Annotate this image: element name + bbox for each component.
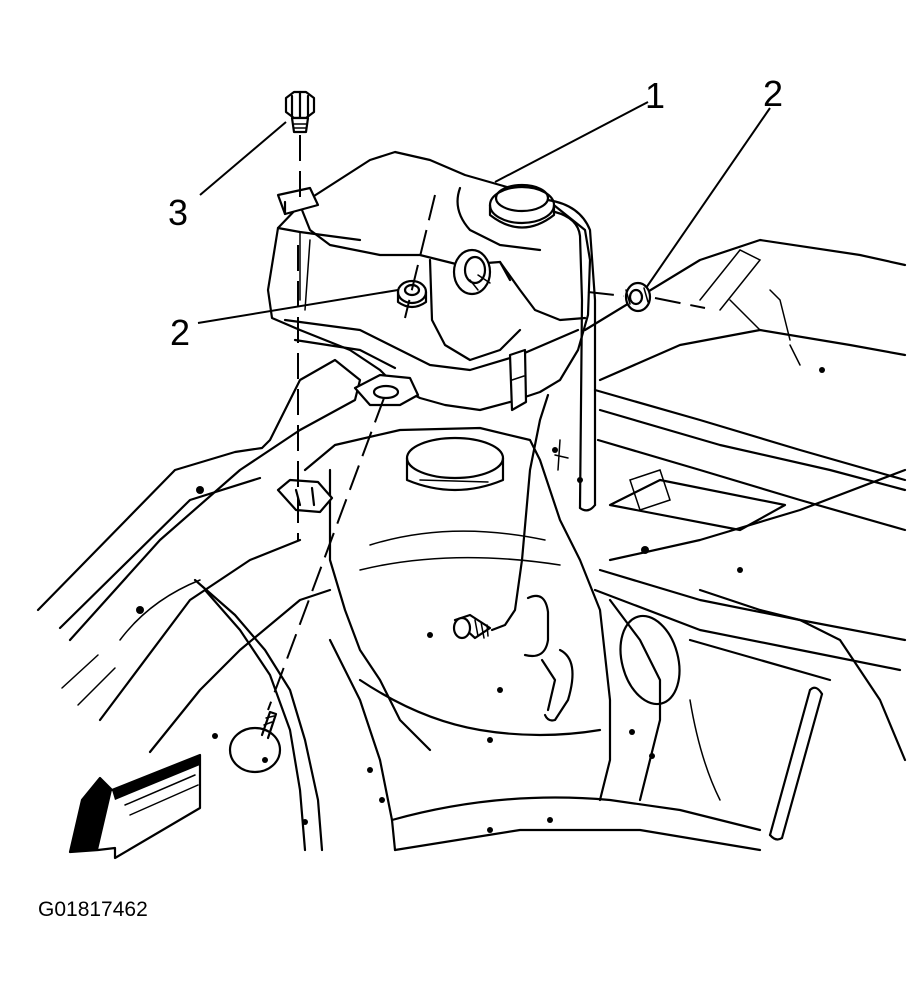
overflow-hose	[546, 198, 597, 512]
leader-lines	[197, 101, 771, 324]
retainer-left-icon	[396, 279, 428, 309]
figure-id-label: G01817462	[38, 898, 148, 921]
forward-direction-arrow-icon	[68, 753, 202, 860]
callout-3: 3	[168, 192, 188, 233]
callout-2-right: 2	[763, 73, 783, 114]
bolt-icon	[284, 90, 316, 134]
retainer-right-icon	[624, 281, 652, 313]
callout-1: 1	[645, 75, 665, 116]
callout-2-left: 2	[170, 312, 190, 353]
engine-compartment-structure	[36, 238, 907, 852]
reservoir-cap-icon	[488, 183, 556, 229]
mounting-bracket-icon	[276, 478, 334, 514]
stud-bolt-icon	[452, 613, 492, 640]
coolant-reservoir	[266, 150, 592, 412]
mounting-holes	[136, 367, 825, 833]
assembly-alignment-lines	[267, 135, 706, 711]
